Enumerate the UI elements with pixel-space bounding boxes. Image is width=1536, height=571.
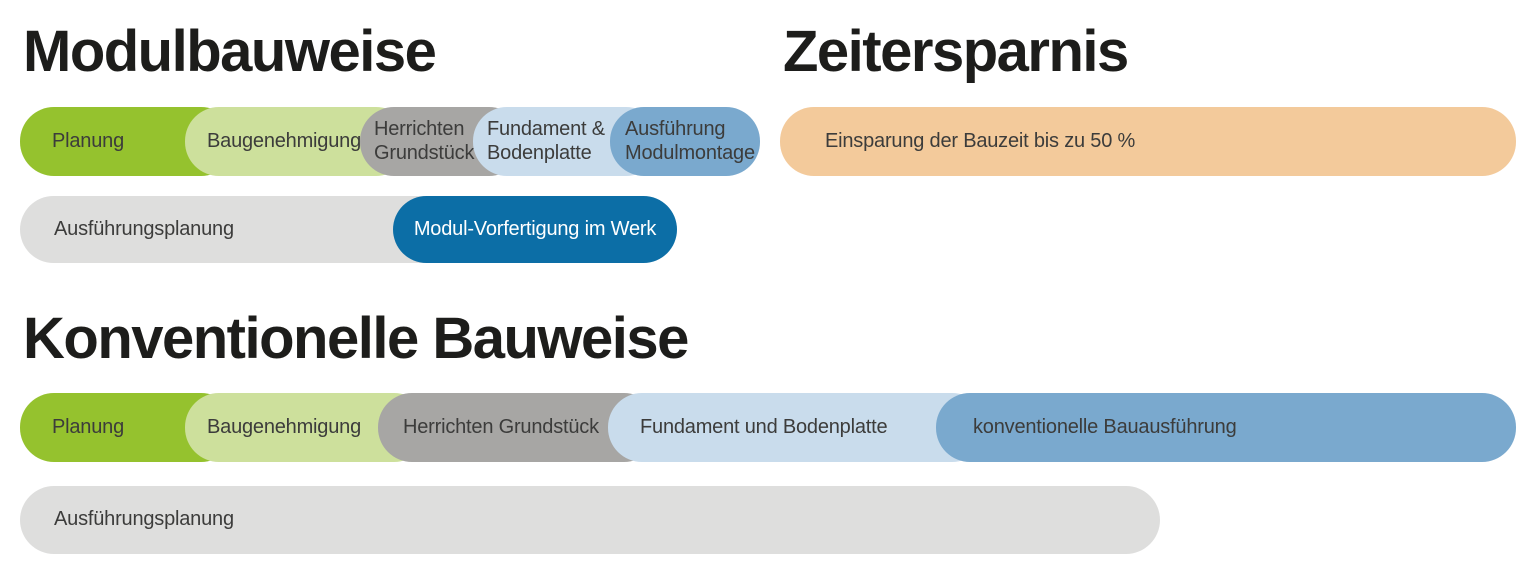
phase-pill-ausfuehrung-modulmontage: Ausführung Modulmontage	[610, 107, 760, 176]
modular-title: Modulbauweise	[23, 19, 437, 84]
conventional-title: Konventionelle Bauweise	[23, 306, 689, 371]
savings-row: Einsparung der Bauzeit bis zu 50 %	[0, 107, 1536, 176]
modular-timeline-row1: Planung Baugenehmigung Herrichten Grunds…	[0, 107, 1536, 176]
phase-pill-konventionelle-bauausfuehrung: konventionelle Bauausführung	[936, 393, 1516, 462]
modular-timeline-row2: Ausführungsplanung Modul-Vorfertigung im…	[0, 196, 1536, 263]
conventional-timeline-row2: Ausführungsplanung	[0, 486, 1536, 554]
phase-pill-fundament-bodenplatte: Fundament und Bodenplatte	[608, 393, 986, 462]
phase-pill-modul-vorfertigung: Modul-Vorfertigung im Werk	[393, 196, 677, 263]
phase-pill-ausfuehrungsplanung: Ausführungsplanung	[20, 486, 1160, 554]
savings-note-pill: Einsparung der Bauzeit bis zu 50 %	[780, 107, 1516, 176]
savings-title: Zeitersparnis	[783, 19, 1129, 84]
conventional-timeline-row1: Planung Baugenehmigung Herrichten Grunds…	[0, 393, 1536, 462]
